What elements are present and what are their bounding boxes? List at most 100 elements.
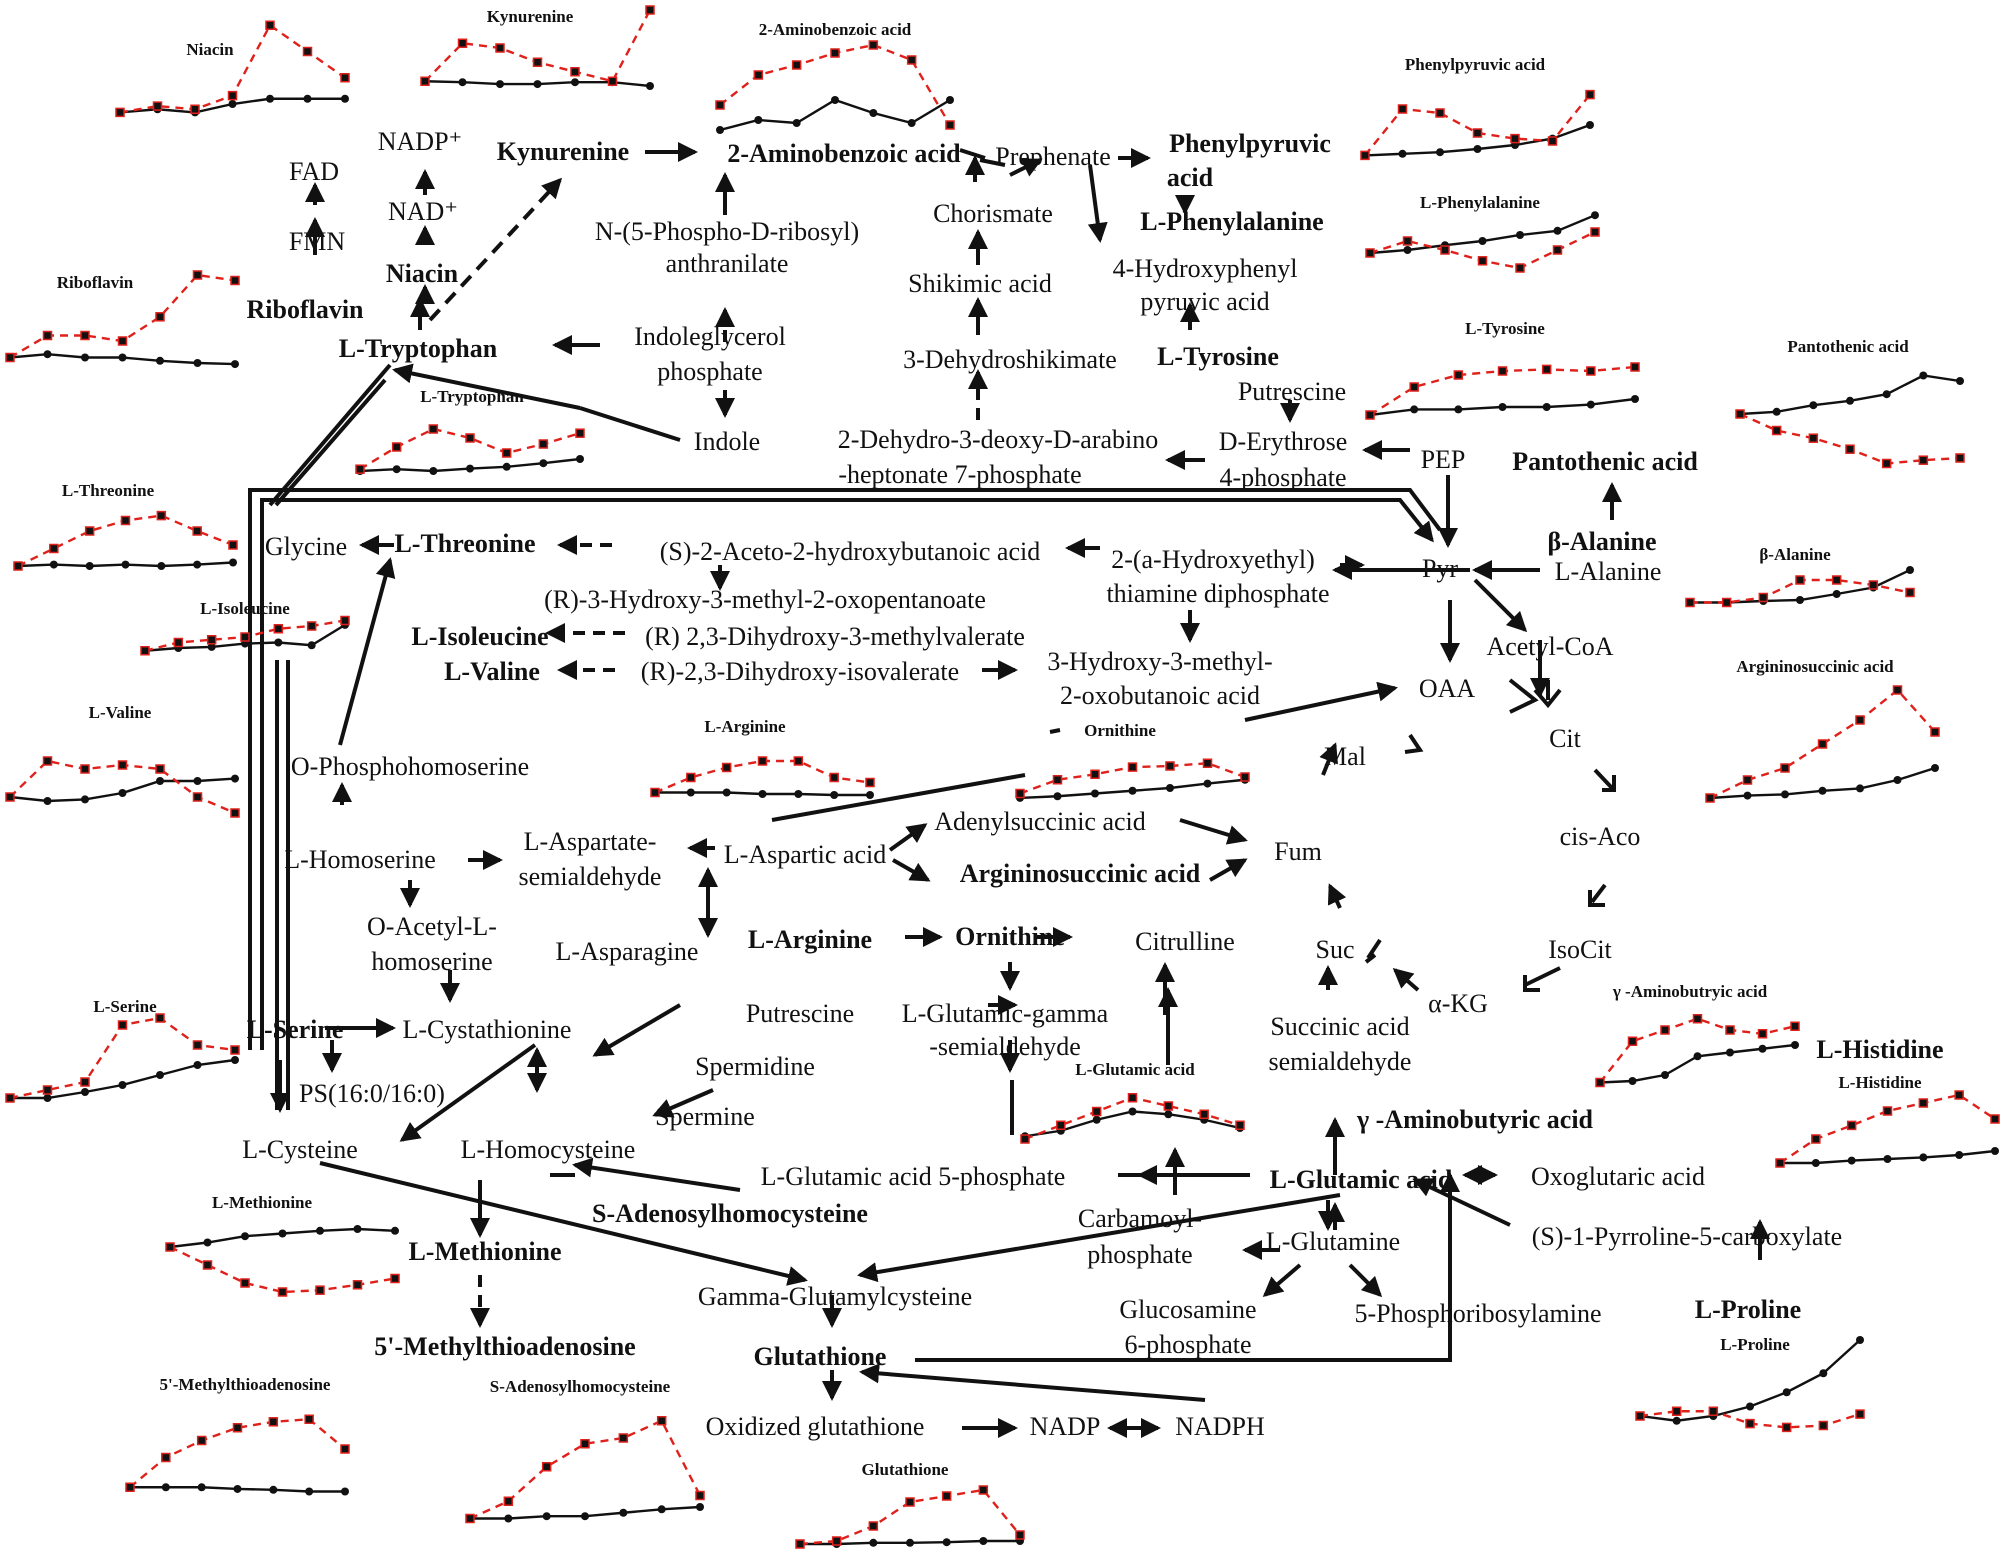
node-carbamoyl-1: Carbamoyl- [1078, 1204, 1202, 1233]
node-fad: FAD [289, 157, 339, 186]
control-series-point [1882, 390, 1891, 399]
minichart-title: L-Arginine [704, 717, 786, 736]
treatment-series-point [1365, 410, 1375, 420]
node-prs-anthranilate-2: anthranilate [666, 249, 789, 278]
node-l-aspartic: L-Aspartic acid [724, 840, 886, 869]
node-asa-2: semialdehyde [519, 862, 662, 891]
control-series-point [1498, 403, 1507, 411]
control-series-point [1772, 407, 1781, 416]
minichart-title: γ -Aminobutryic acid [1612, 982, 1768, 1001]
control-series-point [1693, 1052, 1702, 1061]
treatment-series-point [1360, 150, 1370, 161]
treatment-series-point [1515, 263, 1525, 273]
treatment-series-point [1818, 1420, 1829, 1431]
control-series-point [1811, 1159, 1820, 1167]
control-series-point [866, 791, 874, 799]
treatment-series-point [865, 777, 875, 788]
node-l-alanine: L-Alanine [1555, 557, 1662, 586]
node-phenylpyruvic-2: acid [1167, 163, 1214, 192]
treatment-series-point [1882, 1106, 1893, 1116]
control-series-point [1883, 1155, 1892, 1163]
treatment-series-point [304, 1414, 314, 1424]
treatment-series-point [795, 1539, 805, 1549]
treatment-series-point [125, 1482, 135, 1492]
control-series-point [43, 350, 52, 359]
node-glu-semi-2: -semialdehyde [929, 1032, 1081, 1061]
treatment-series-point [161, 1452, 171, 1463]
treatment-series-point [1552, 245, 1563, 255]
node-l-glutamic: L-Glutamic acid [1270, 1165, 1453, 1194]
control-series-point [118, 789, 127, 797]
node-hpp-1: 4-Hydroxyphenyl [1113, 254, 1298, 283]
treatment-series-point [831, 1536, 842, 1546]
control-series-point [429, 467, 438, 475]
treatment-series-point [227, 90, 238, 101]
minichart-title: L-Threonine [62, 481, 155, 500]
treatment-series-point [978, 1485, 989, 1495]
treatment-series-point [5, 792, 15, 802]
minichart-glutathione: Glutathione [795, 1460, 1025, 1549]
control-series-point [1516, 231, 1524, 239]
treatment-series-point [1892, 685, 1903, 695]
treatment-series-point [541, 1462, 552, 1472]
treatment-series-point [1705, 793, 1715, 803]
node-aminobenzoic: 2-Aminobenzoic acid [727, 139, 961, 168]
control-series-line [1739, 374, 1961, 416]
treatment-series-point [240, 1278, 250, 1288]
treatment-series-point [1918, 1098, 1929, 1108]
treatment-series-point [575, 428, 585, 438]
node-nadp: NADP [1030, 1412, 1101, 1441]
treatment-series-point [315, 1285, 325, 1295]
minichart-title: Riboflavin [57, 273, 134, 292]
node-l-tryptophan: L-Tryptophan [339, 334, 498, 363]
control-series-point [831, 96, 839, 104]
node-ggc: Gamma-Glutamylcysteine [698, 1282, 972, 1311]
node-r3h3m: (R)-3-Hydroxy-3-methyl-2-oxopentanoate [544, 585, 986, 614]
node-prephenate: Prephenate [995, 142, 1111, 171]
control-series-point [1586, 121, 1594, 129]
control-series-point [533, 80, 542, 89]
treatment-series-point [618, 1433, 629, 1443]
node-l-proline: L-Proline [1695, 1295, 1801, 1324]
treatment-series-point [173, 637, 184, 648]
node-indoleglycerol-2: phosphate [657, 357, 762, 386]
minichart-l-arginine: L-Arginine [650, 717, 875, 799]
node-oxidized-glutathione: Oxidized glutathione [706, 1412, 925, 1441]
control-series-point [49, 560, 58, 569]
treatment-series-point [465, 433, 475, 443]
treatment-series-point [1595, 1077, 1605, 1088]
minichart-ornithine: Ornithine [1015, 721, 1250, 802]
minichart-title: Ornithine [1084, 721, 1156, 740]
treatment-series-point [1240, 772, 1250, 782]
control-series-point [392, 465, 401, 474]
treatment-series-point [1855, 715, 1865, 725]
treatment-series-point [656, 1416, 667, 1426]
node-l-serine: L-Serine [247, 1015, 344, 1044]
control-series-point [121, 560, 130, 569]
treatment-series-point [340, 73, 350, 83]
node-o-acetyl-1: O-Acetyl-L- [367, 912, 497, 941]
treatment-series-point [391, 442, 402, 452]
control-series-point [1398, 149, 1407, 158]
node-chorismate: Chorismate [933, 199, 1053, 228]
treatment-series-point [230, 1045, 240, 1055]
control-series-point [341, 94, 349, 103]
control-series-point [869, 109, 878, 117]
control-series-point [43, 1094, 52, 1102]
treatment-series-point [1771, 425, 1782, 436]
node-p5c: (S)-1-Pyrroline-5-carboxylate [1532, 1222, 1842, 1251]
control-series-point [1410, 405, 1419, 414]
node-l-homocysteine: L-Homocysteine [461, 1135, 636, 1164]
treatment-series-point [868, 1521, 879, 1531]
treatment-series-point [202, 1260, 213, 1270]
treatment-series-point [155, 1013, 165, 1023]
node-glutathione: Glutathione [754, 1342, 887, 1371]
minichart-l-valine: L-Valine [5, 703, 240, 818]
minichart-title: L-Glutamic acid [1075, 1060, 1195, 1079]
treatment-series-point [1692, 1014, 1703, 1024]
treatment-series-point [1091, 1106, 1102, 1117]
treatment-series-point [1795, 575, 1805, 585]
control-series-point [716, 126, 724, 134]
treatment-series-point [1817, 739, 1828, 749]
treatment-series-point [340, 615, 350, 626]
